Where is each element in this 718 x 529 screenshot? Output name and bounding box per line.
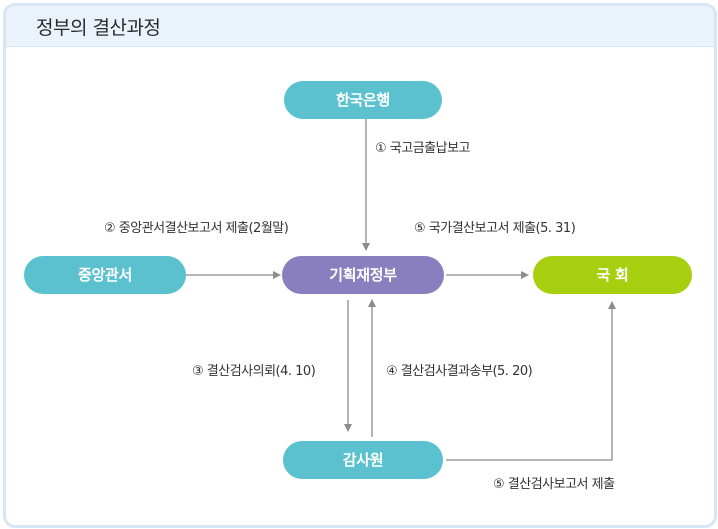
title-bar: 정부의 결산과정 <box>6 6 714 47</box>
edge-label-ministries-report: ② 중앙관서결산보고서 제출(2월말) <box>104 221 289 236</box>
edge-label-audit-report: ⑤ 결산검사보고서 제출 <box>493 477 615 492</box>
node-mosf: 기획재정부 <box>282 256 444 294</box>
page-title: 정부의 결산과정 <box>36 17 161 39</box>
arrow-audit-to-assembly <box>446 301 616 461</box>
node-bank: 한국은행 <box>284 81 442 119</box>
edge-label-bank-report: ① 국고금출납보고 <box>375 141 471 156</box>
edge-label-audit-result: ④ 결산검사결과송부(5. 20) <box>386 364 533 379</box>
node-audit: 감사원 <box>283 441 443 479</box>
edge-label-audit-request: ③ 결산검사의뢰(4. 10) <box>192 364 316 379</box>
node-assembly: 국 회 <box>533 256 692 294</box>
node-ministries: 중앙관서 <box>24 256 186 294</box>
edge-label-national-report: ⑤ 국가결산보고서 제출(5. 31) <box>414 221 576 236</box>
